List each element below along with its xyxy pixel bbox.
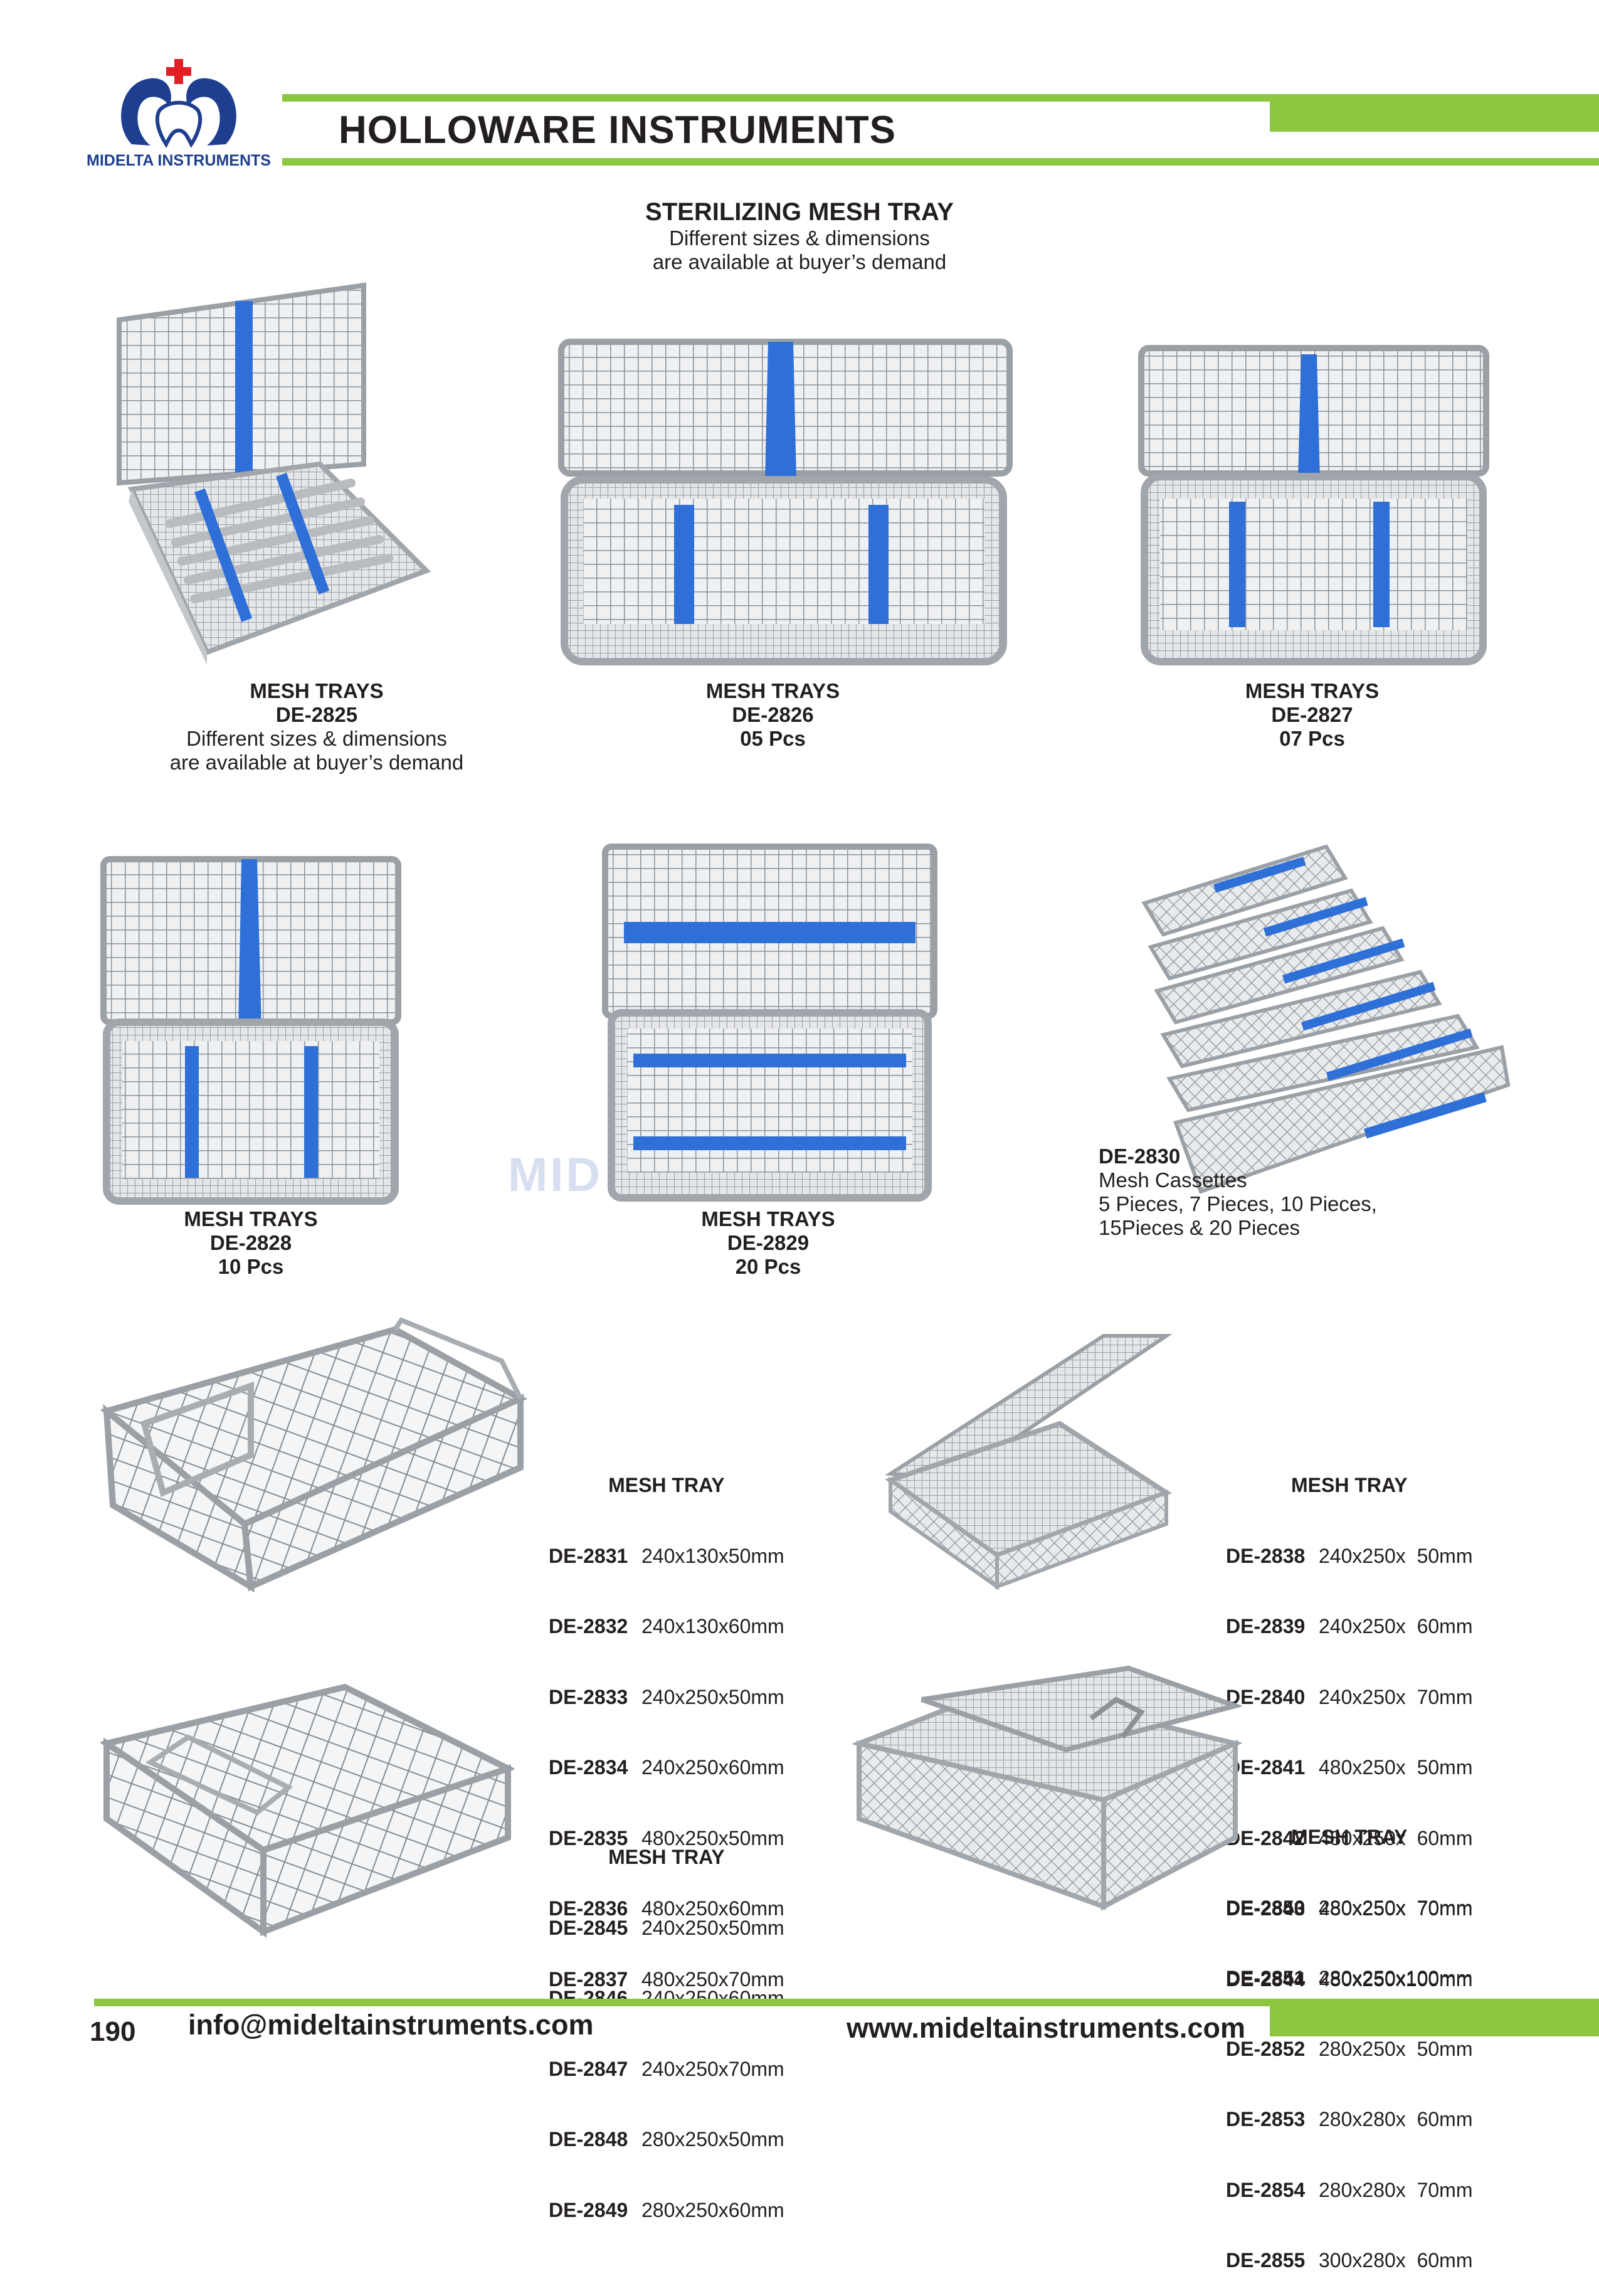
product-qty-2827: 07 Pcs: [1279, 727, 1345, 750]
product-note-2830-line2: 5 Pieces, 7 Pieces, 10 Pieces,: [1099, 1192, 1377, 1215]
product-qty-2828: 10 Pcs: [218, 1255, 284, 1278]
brand-logo: MIDELTA INSTRUMENTS: [75, 56, 282, 176]
spec-table-title: MESH TRAY: [608, 1846, 725, 1868]
header-top-bar-thick: [1270, 94, 1599, 132]
page-number: 190: [90, 2016, 136, 2047]
caption-2825: MESH TRAYS DE-2825 Different sizes & dim…: [125, 679, 508, 775]
spec-table-title: MESH TRAY: [1290, 1826, 1408, 1848]
mesh-basket-2845-image: [100, 1683, 514, 1938]
mesh-tray-2829-image: [602, 844, 937, 1202]
caption-2830: DE-2830 Mesh Cassettes 5 Pieces, 7 Piece…: [1099, 1145, 1450, 1240]
product-name-2828: MESH TRAYS: [184, 1207, 318, 1230]
caption-2829: MESH TRAYS DE-2829 20 Pcs: [624, 1207, 912, 1279]
mesh-cassettes-2830-image: [1141, 844, 1511, 1194]
mesh-tray-2828-image: [100, 856, 401, 1205]
product-name-2826: MESH TRAYS: [705, 679, 840, 702]
product-name-2829: MESH TRAYS: [701, 1207, 835, 1230]
footer-bar-thick: [1270, 1999, 1599, 2036]
caption-2826: MESH TRAYS DE-2826 05 Pcs: [627, 679, 919, 751]
mesh-tray-2850-image: [853, 1665, 1242, 1911]
product-code-2829: DE-2829: [727, 1231, 810, 1254]
page-title: HOLLOWARE INSTRUMENTS: [339, 108, 896, 152]
brand-name: MIDELTA INSTRUMENTS: [87, 152, 271, 169]
mesh-tray-2827-image: [1138, 345, 1489, 665]
product-note-2830-line3: 15Pieces & 20 Pieces: [1099, 1216, 1301, 1239]
header-bottom-bar: [282, 158, 1599, 166]
mesh-tray-2838-image: [885, 1334, 1173, 1590]
product-code-2827: DE-2827: [1271, 703, 1353, 726]
footer-website-link[interactable]: www.mideltainstruments.com: [847, 2012, 1245, 2044]
caption-2827: MESH TRAYS DE-2827 07 Pcs: [1166, 679, 1458, 751]
product-code-2826: DE-2826: [732, 703, 814, 726]
product-note-2825-line1: Different sizes & dimensions: [186, 727, 447, 750]
product-qty-2826: 05 Pcs: [740, 727, 806, 750]
product-name-2827: MESH TRAYS: [1245, 679, 1380, 702]
product-code-2828: DE-2828: [209, 1231, 292, 1254]
section-line-2: are available at buyer’s demand: [652, 250, 947, 273]
mesh-tray-2825-image: [117, 282, 431, 665]
spec-table-title: MESH TRAY: [608, 1474, 725, 1496]
section-heading: STERILIZING MESH TRAY Different sizes & …: [546, 198, 1053, 274]
spec-table-title: MESH TRAY: [1290, 1474, 1408, 1496]
product-name-2825: MESH TRAYS: [250, 679, 384, 702]
product-code-2830: DE-2830: [1099, 1145, 1181, 1168]
section-line-1: Different sizes & dimensions: [669, 226, 930, 250]
tooth-logo-icon: [121, 59, 236, 148]
mesh-tray-2826-image: [558, 339, 1013, 665]
caption-2828: MESH TRAYS DE-2828 10 Pcs: [107, 1207, 395, 1279]
footer-bar: [94, 1999, 1599, 2006]
section-title: STERILIZING MESH TRAY: [645, 198, 954, 226]
product-code-2825: DE-2825: [275, 703, 358, 726]
footer-email-link[interactable]: info@mideltainstruments.com: [188, 2009, 594, 2041]
product-qty-2829: 20 Pcs: [735, 1255, 801, 1278]
product-note-2825-line2: are available at buyer’s demand: [169, 751, 464, 774]
mesh-basket-2831-image: [100, 1317, 527, 1593]
product-note-2830-line1: Mesh Cassettes: [1099, 1168, 1247, 1192]
